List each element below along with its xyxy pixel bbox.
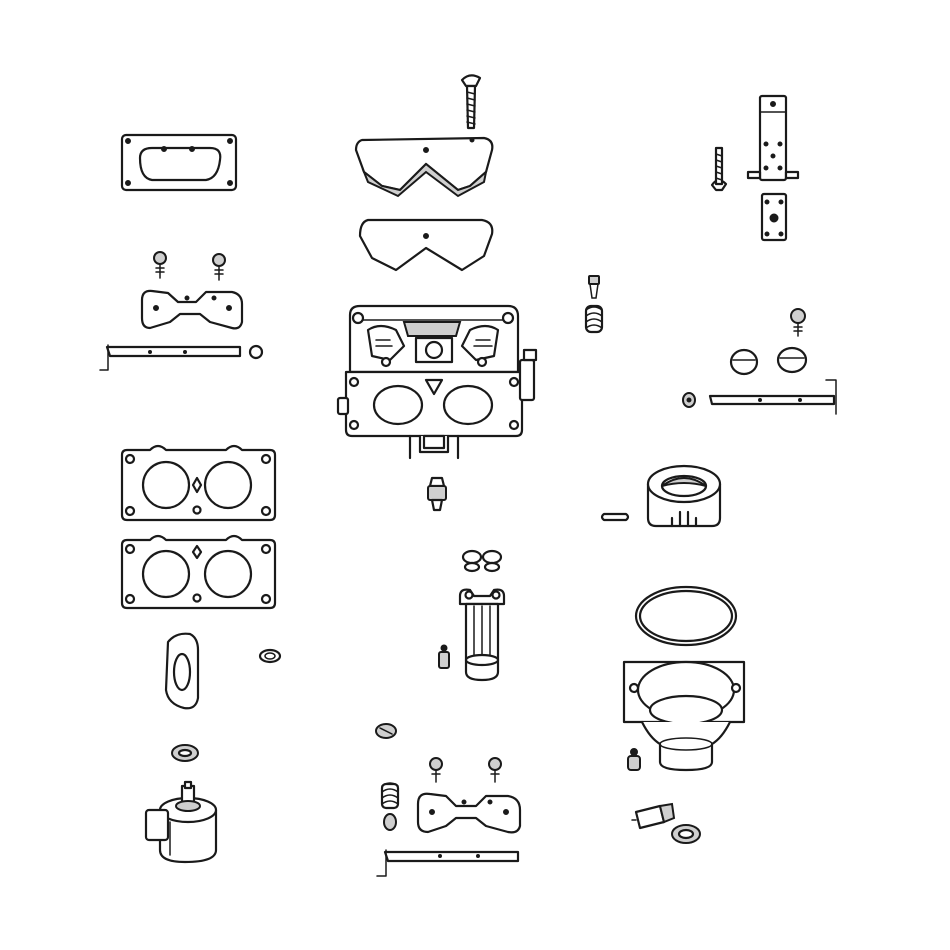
top-screw <box>460 74 482 130</box>
fuel-bowl-collar <box>600 464 722 528</box>
mounting-gasket-1 <box>120 444 277 522</box>
mounting-gasket-2 <box>120 534 277 610</box>
upper-gasket-top <box>354 136 494 198</box>
throttle-bracket <box>746 94 800 242</box>
fuel-solenoid <box>144 744 218 864</box>
bracket-screw <box>710 146 728 192</box>
fuel-fitting-gasket <box>164 632 282 710</box>
bowl-o-ring <box>634 585 738 647</box>
choke-shaft-right <box>682 379 837 415</box>
choke-shaft <box>99 344 264 371</box>
float-bowl <box>622 660 746 772</box>
float-assembly <box>458 549 506 682</box>
carburetor-body <box>336 304 538 460</box>
throttle-plate-screws <box>429 757 502 783</box>
fuel-solenoid-plunger <box>631 802 701 844</box>
bowl-drain-screw <box>375 723 397 739</box>
choke-plate-screws <box>153 251 226 281</box>
choke-plates-right <box>729 308 808 376</box>
choke-plate <box>140 289 244 330</box>
float-pin-screw <box>438 644 450 669</box>
throttle-plates <box>416 792 522 834</box>
upper-gasket-bottom <box>358 218 494 272</box>
main-jet <box>584 275 604 334</box>
air-horn-gasket <box>120 133 238 192</box>
throttle-shaft <box>376 849 520 877</box>
idle-jet <box>427 476 447 512</box>
idle-mixture-spring <box>380 782 400 831</box>
bowl-screw <box>627 748 641 771</box>
